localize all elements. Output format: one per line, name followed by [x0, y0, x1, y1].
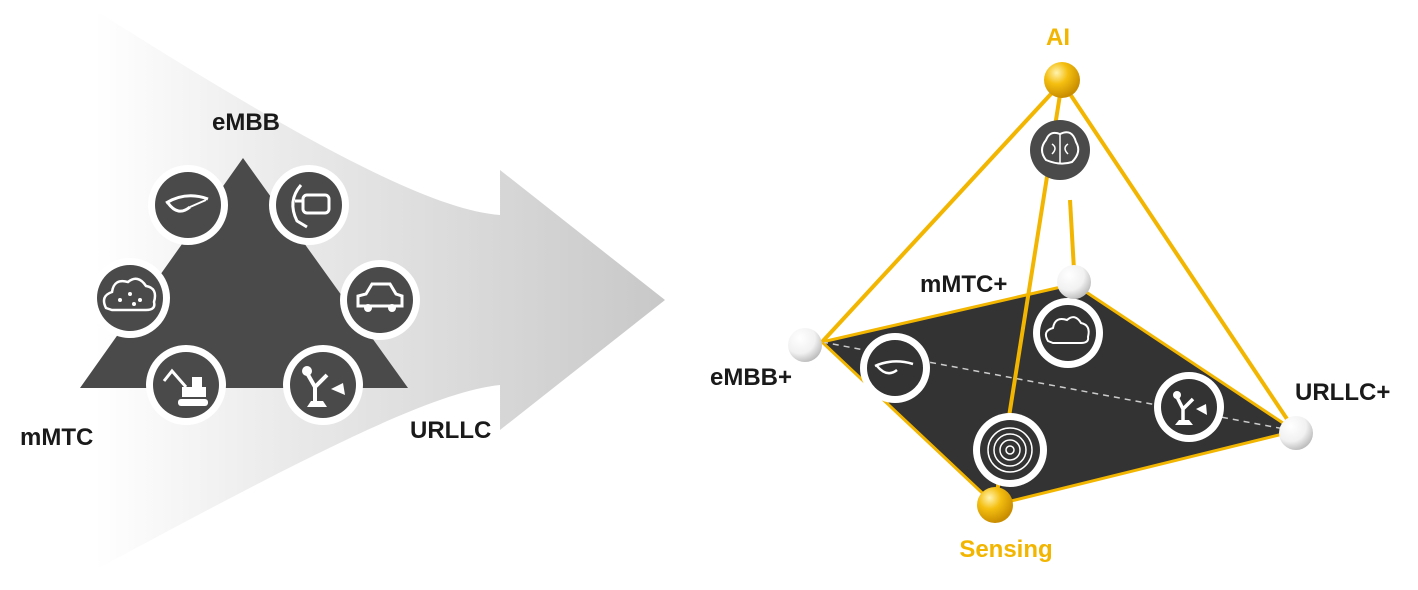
smart-glasses-icon [148, 165, 228, 245]
node-mmtc-plus [1057, 265, 1091, 299]
node-urllc-plus [1279, 416, 1313, 450]
label-ai: AI [1046, 24, 1070, 51]
right-panel: AI Sensing eMBB+ mMTC+ URLLC+ [710, 24, 1390, 563]
label-mmtc: mMTC [20, 424, 93, 451]
label-sensing: Sensing [959, 536, 1052, 563]
label-embb-plus: eMBB+ [710, 364, 792, 391]
iot-cloud-icon [90, 258, 170, 338]
vr-headset-icon [269, 165, 349, 245]
excavator-icon [146, 345, 226, 425]
pyramid-edge-apex-right [1060, 80, 1297, 433]
robot-arm-icon [283, 345, 363, 425]
left-panel: eMBB mMTC URLLC [20, 10, 665, 570]
label-embb: eMBB [212, 109, 280, 136]
pyramid-edge-apex-left [820, 80, 1064, 344]
smart-glasses-icon [860, 333, 930, 403]
service-triangle [80, 158, 408, 388]
robot-arm-icon [1154, 372, 1224, 442]
label-mmtc-plus: mMTC+ [920, 271, 1007, 298]
car-icon [340, 260, 420, 340]
radar-rings-icon [973, 413, 1047, 487]
label-urllc: URLLC [410, 417, 491, 444]
node-embb-plus [788, 328, 822, 362]
label-urllc-plus: URLLC+ [1295, 379, 1390, 406]
iot-cloud-icon [1033, 298, 1103, 368]
node-ai [1044, 62, 1080, 98]
pyramid-edge-apex-back [1068, 199, 1076, 271]
brain-icon [1030, 120, 1090, 180]
node-sensing [977, 487, 1013, 523]
